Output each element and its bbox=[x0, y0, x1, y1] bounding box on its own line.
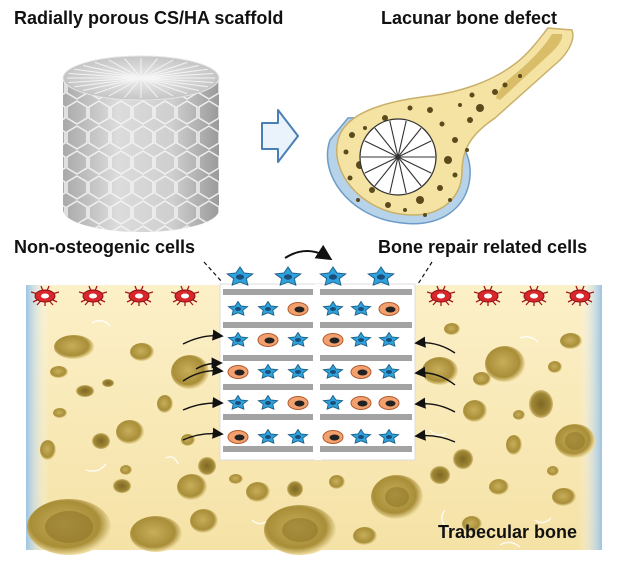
orange-cell bbox=[322, 333, 344, 347]
migrating-cells-top bbox=[226, 266, 395, 286]
non-osteogenic-cell bbox=[124, 285, 154, 306]
blue-cell bbox=[227, 300, 249, 316]
blue-cell bbox=[322, 363, 344, 379]
non-osteogenic-cell bbox=[170, 285, 200, 306]
non-osteogenic-cell bbox=[473, 285, 503, 306]
blue-cell bbox=[257, 394, 279, 410]
orange-cell bbox=[287, 396, 309, 410]
blue-cell bbox=[319, 266, 347, 286]
blue-cell bbox=[378, 363, 400, 379]
leader-lines bbox=[203, 261, 433, 285]
blue-cell bbox=[226, 266, 254, 286]
blue-cell bbox=[378, 428, 400, 444]
blue-cell bbox=[257, 428, 279, 444]
scaffold-label: Radially porous CS/HA scaffold bbox=[14, 8, 284, 28]
scaffold-insert bbox=[219, 283, 416, 461]
blue-cell bbox=[227, 331, 249, 347]
orange-cell bbox=[227, 365, 249, 379]
orange-cell bbox=[227, 430, 249, 444]
blue-cell bbox=[367, 266, 395, 286]
blue-cell bbox=[287, 363, 309, 379]
orange-cell bbox=[378, 302, 400, 316]
blue-cell bbox=[274, 266, 302, 286]
migration-arrows bbox=[182, 329, 456, 443]
non-osteogenic-cells-right bbox=[426, 285, 595, 306]
blue-cell bbox=[350, 331, 372, 347]
bone-femur-icon bbox=[326, 27, 574, 225]
repair-cells-label: Bone repair related cells bbox=[378, 237, 588, 257]
non-osteogenic-cell bbox=[565, 285, 595, 306]
blue-cell bbox=[287, 428, 309, 444]
blue-cell bbox=[322, 300, 344, 316]
curved-arrow-icon bbox=[284, 244, 333, 261]
blue-cell bbox=[227, 394, 249, 410]
non-osteogenic-cell bbox=[30, 285, 60, 306]
blue-cell bbox=[322, 394, 344, 410]
bone-pores bbox=[27, 323, 595, 555]
non-osteogenic-cell bbox=[78, 285, 108, 306]
scaffold-cylinder bbox=[62, 55, 220, 232]
orange-cell bbox=[350, 396, 372, 410]
non-osteogenic-cell bbox=[426, 285, 456, 306]
blue-cell bbox=[350, 300, 372, 316]
non-osteogenic-label: Non-osteogenic cells bbox=[14, 237, 196, 257]
scaffold-struts bbox=[223, 289, 412, 452]
non-osteogenic-cells-left bbox=[30, 285, 200, 306]
orange-cell bbox=[257, 333, 279, 347]
blue-cell bbox=[257, 363, 279, 379]
bone-repair-cells bbox=[227, 300, 400, 444]
orange-cell bbox=[322, 430, 344, 444]
orange-cell bbox=[287, 302, 309, 316]
blue-cell bbox=[287, 331, 309, 347]
blue-cell bbox=[350, 428, 372, 444]
orange-cell bbox=[350, 365, 372, 379]
right-arrow-icon bbox=[261, 109, 299, 163]
blue-cell bbox=[378, 331, 400, 347]
non-osteogenic-cell bbox=[519, 285, 549, 306]
defect-label: Lacunar bone defect bbox=[381, 8, 558, 28]
orange-cell bbox=[378, 396, 400, 410]
blue-cell bbox=[257, 300, 279, 316]
trabecular-label: Trabecular bone bbox=[438, 522, 578, 542]
